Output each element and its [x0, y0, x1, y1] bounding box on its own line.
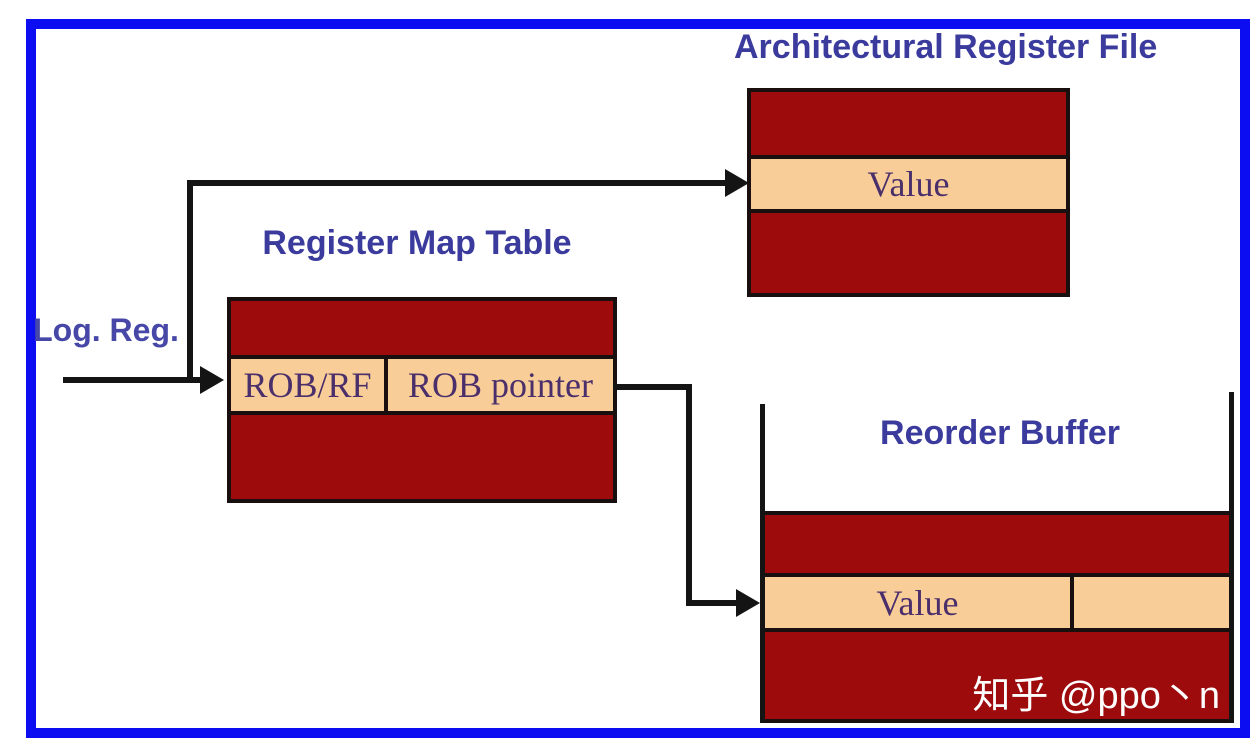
rmt-cell-robpointer: ROB pointer: [388, 359, 613, 411]
rob-value-cell: Value: [765, 577, 1074, 628]
rob-box: Value: [765, 511, 1229, 723]
rob-link-vertical: [686, 384, 692, 606]
arf-title: Architectural Register File: [734, 28, 1158, 66]
arf-row-value: Value: [751, 155, 1066, 213]
rmt-title: Register Map Table: [262, 224, 572, 262]
watermark: 知乎 @ppo丶n: [972, 675, 1220, 717]
arf-arrow-shaft: [187, 180, 725, 186]
rob-row-bottom: [765, 632, 1229, 719]
rob-title: Reorder Buffer: [880, 414, 1120, 452]
logreg-arrowhead-icon: [200, 366, 224, 394]
rob-right-wall: [1229, 392, 1234, 723]
arf-arrowhead-icon: [725, 169, 749, 197]
rmt-row-entry: ROB/RF ROB pointer: [231, 355, 613, 415]
outer-border: [26, 19, 1250, 738]
arf-branch-vertical: [187, 180, 193, 383]
rmt-robpointer-label: ROB pointer: [408, 365, 593, 405]
rmt-cell-robrf: ROB/RF: [231, 359, 388, 411]
arf-value-label: Value: [867, 164, 950, 204]
arf-box: Value: [747, 88, 1070, 297]
rmt-row-top: [231, 301, 613, 355]
rob-empty-cell: [1074, 577, 1229, 628]
rob-arrowhead-icon: [736, 589, 760, 617]
rob-value-label: Value: [876, 582, 959, 623]
rob-link-horizontal-top: [613, 384, 692, 390]
rob-link-horizontal-bottom: [686, 600, 736, 606]
arf-value-cell: Value: [751, 159, 1066, 209]
rmt-box: ROB/RF ROB pointer: [227, 297, 617, 503]
rmt-robrf-label: ROB/RF: [243, 365, 372, 405]
rob-row-top: [765, 515, 1229, 573]
rob-left-wall: [760, 404, 765, 723]
log-reg-label: Log. Reg.: [33, 312, 179, 348]
arf-row-top: [751, 92, 1066, 155]
rmt-row-bottom: [231, 415, 613, 499]
rob-row-entry: Value: [765, 573, 1229, 632]
logreg-arrow-shaft: [63, 377, 200, 383]
arf-row-bottom: [751, 213, 1066, 293]
